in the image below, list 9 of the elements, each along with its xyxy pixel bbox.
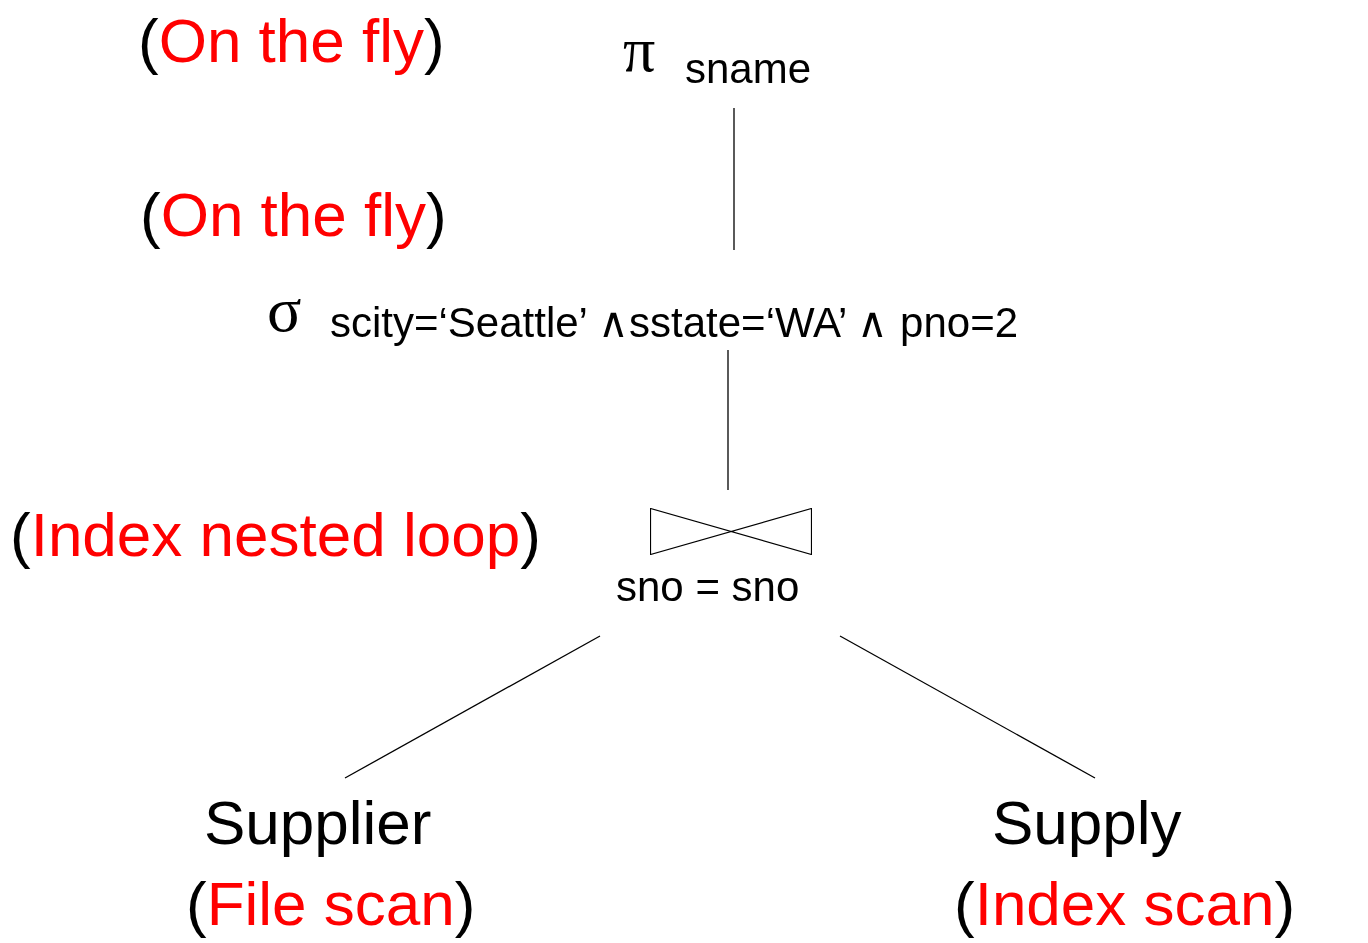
node-label: scity=‘Seattle’ ∧sstate=‘WA’ ∧ pno=2	[330, 302, 1019, 344]
tree-edge	[839, 635, 1096, 779]
join-condition: sno = sno	[616, 566, 800, 608]
tree-edge	[727, 349, 729, 491]
tree-edge	[344, 635, 601, 779]
node-label: sname	[685, 48, 812, 90]
projection-symbol: π	[623, 18, 656, 82]
tree-edge	[733, 107, 735, 251]
selection-symbol: σ	[267, 278, 302, 342]
